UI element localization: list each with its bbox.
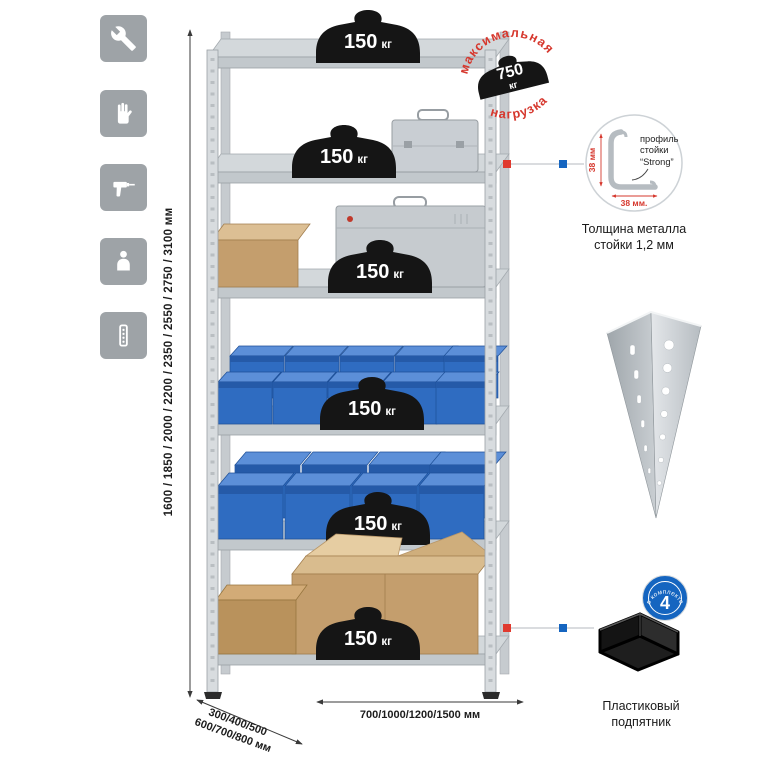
perforated-post-image <box>606 310 702 519</box>
svg-text:кг: кг <box>508 79 519 92</box>
drill-icon <box>113 181 135 197</box>
plastic-foot-detail: в комплекте 4 <box>598 575 688 672</box>
included-count-badge: в комплекте 4 <box>642 575 688 621</box>
aluminum-case <box>391 109 479 173</box>
plastic-foot-left <box>204 692 222 699</box>
feature-tile-post <box>100 312 147 359</box>
feature-tile-gloves <box>100 90 147 137</box>
height-dimension-label: 1600 / 1850 / 2000 / 2200 / 2350 / 2550 … <box>163 207 175 517</box>
svg-text:профиль: профиль <box>640 134 679 144</box>
svg-text:38 мм.: 38 мм. <box>621 198 648 208</box>
svg-text:“Strong”: “Strong” <box>640 157 674 167</box>
feature-tile-tools <box>100 15 147 62</box>
svg-text:стойки: стойки <box>640 145 668 155</box>
angle-profile-drawing <box>608 129 658 190</box>
perforated-post-icon <box>119 324 128 347</box>
red-marker-top <box>503 160 511 168</box>
max-load-stamp: максимальная нагрузка 750 кг <box>448 14 560 128</box>
blue-marker-top <box>559 160 567 168</box>
svg-text:38 мм: 38 мм <box>587 148 597 172</box>
feature-tile-person <box>100 238 147 285</box>
gloves-icon <box>117 102 132 124</box>
svg-text:750: 750 <box>495 61 525 84</box>
callout-connectors <box>503 160 594 632</box>
wrench-icon <box>111 26 136 51</box>
post-profile-detail: 38 мм 38 мм. профиль стойки “Strong” <box>585 114 683 212</box>
width-dimension-label: 700/1000/1200/1500 мм <box>359 709 481 721</box>
profile-caption: Толщина металла стойки 1,2 мм <box>581 222 687 253</box>
svg-text:4: 4 <box>660 593 670 613</box>
blue-marker-bottom <box>559 624 567 632</box>
plastic-foot-right <box>482 692 500 699</box>
feature-tile-drill <box>100 164 147 211</box>
dimension-lines <box>187 29 524 745</box>
person-icon <box>117 250 130 271</box>
red-marker-bottom <box>503 624 511 632</box>
cardboard-box <box>211 223 311 288</box>
foot-caption: Пластиковый подпятник <box>602 699 680 730</box>
